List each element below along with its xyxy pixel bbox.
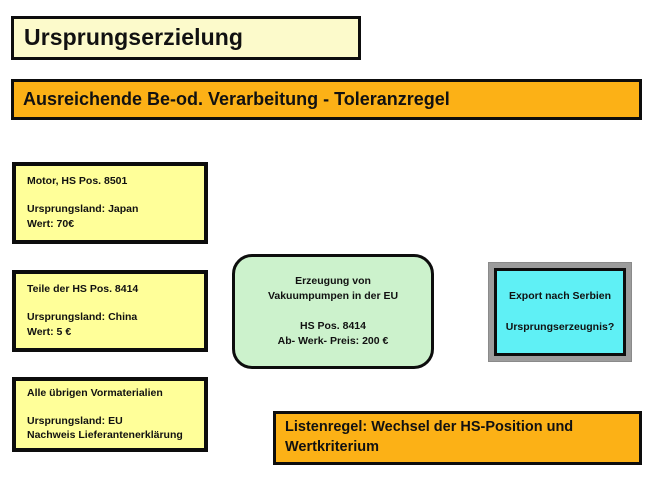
process-hs-position: HS Pos. 8414 [300, 319, 366, 332]
list-rule-line-1: Listenregel: Wechsel der HS-Position und [285, 419, 574, 436]
material-card-other: Alle übrigen Vormaterialien Ursprungslan… [12, 377, 208, 452]
material-value: Wert: 70€ [27, 217, 75, 230]
material-value: Nachweis Lieferantenerklärung [27, 429, 183, 442]
list-rule-banner: Listenregel: Wechsel der HS-Position und… [273, 411, 642, 465]
process-line-1: Erzeugung von [295, 275, 371, 288]
material-heading: Teile der HS Pos. 8414 [27, 283, 139, 296]
slide-title-box: Ursprungserzielung [11, 16, 361, 60]
export-card: Export nach Serbien Ursprungserzeugnis? [494, 268, 626, 356]
slide-title-text: Ursprungserzielung [24, 24, 244, 51]
process-card: Erzeugung von Vakuumpumpen in der EU HS … [232, 254, 434, 369]
material-card-parts: Teile der HS Pos. 8414 Ursprungsland: Ch… [12, 270, 208, 352]
spacer [27, 189, 193, 202]
list-rule-line-2: Wertkriterium [285, 439, 380, 455]
material-heading: Alle übrigen Vormaterialien [27, 386, 163, 399]
material-origin: Ursprungsland: China [27, 311, 138, 324]
export-destination: Export nach Serbien [508, 290, 612, 303]
slide-subtitle-banner: Ausreichende Be-od. Verarbeitung - Toler… [11, 79, 642, 120]
material-origin: Ursprungsland: EU [27, 414, 123, 427]
spacer [27, 297, 193, 310]
spacer [27, 401, 193, 414]
material-heading: Motor, HS Pos. 8501 [27, 175, 128, 188]
material-card-motor: Motor, HS Pos. 8501 Ursprungsland: Japan… [12, 162, 208, 244]
material-origin: Ursprungsland: Japan [27, 203, 139, 216]
process-ex-works-price: Ab- Werk- Preis: 200 € [277, 334, 389, 347]
slide-subtitle-text: Ausreichende Be-od. Verarbeitung - Toler… [23, 88, 450, 109]
material-value: Wert: 5 € [27, 325, 72, 338]
export-question: Ursprungserzeugnis? [505, 320, 615, 333]
process-line-2: Vakuumpumpen in der EU [267, 290, 399, 303]
export-card-frame: Export nach Serbien Ursprungserzeugnis? [488, 262, 632, 362]
